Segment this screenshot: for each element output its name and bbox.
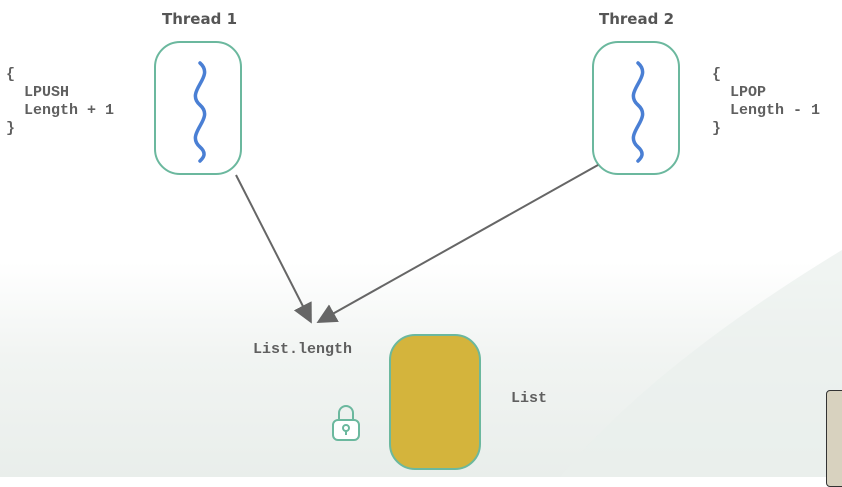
arrow-thread-1-to-length: [235, 174, 312, 324]
thread-2-code: { LPOP Length - 1 }: [712, 66, 821, 137]
thread-1-code: { LPUSH Length + 1 }: [6, 66, 115, 137]
wave-icon: [193, 61, 207, 163]
video-thumbnail: [826, 390, 842, 487]
arrow-thread-2-to-length: [316, 164, 599, 323]
background-decoration: [560, 250, 842, 477]
list-label: List: [511, 390, 548, 407]
thread-1-title: Thread 1: [162, 10, 237, 28]
thread-2-box: [592, 41, 680, 175]
lock-icon: [332, 405, 360, 441]
list-box: [389, 334, 481, 470]
wave-icon: [631, 61, 645, 163]
thread-2-title: Thread 2: [599, 10, 674, 28]
arrows: [235, 164, 599, 324]
thread-1-box: [154, 41, 242, 175]
list-length-label: List.length: [253, 341, 353, 358]
